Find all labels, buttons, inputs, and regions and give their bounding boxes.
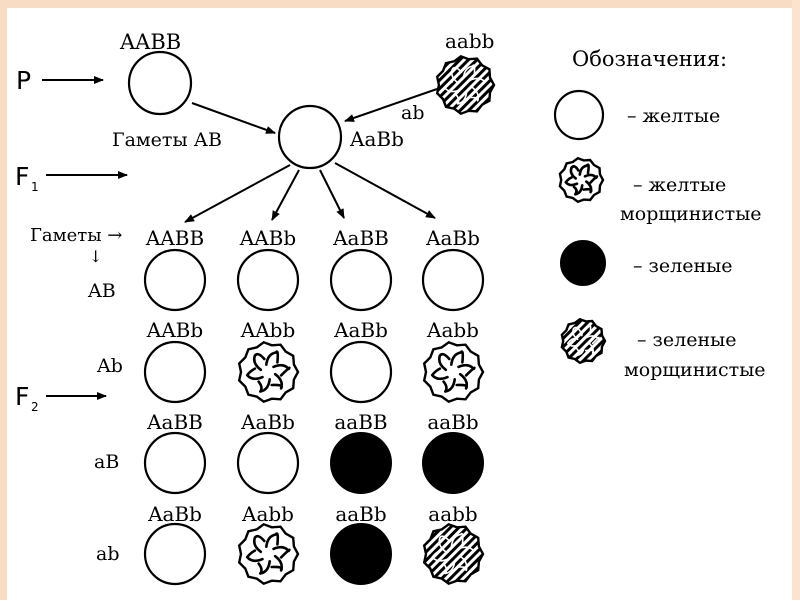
cell-genotype: AaBb bbox=[425, 226, 480, 250]
cell-pea-yellow-smooth bbox=[329, 248, 393, 312]
legend-items: – желтые – желтые морщинистые – зеленые – зе… bbox=[553, 89, 766, 381]
cell-pea-green-wrinkled bbox=[422, 522, 485, 586]
parent-left-circle bbox=[127, 50, 193, 116]
legend-label: морщинистые bbox=[620, 203, 762, 225]
cell-pea-yellow-wrinkled bbox=[237, 340, 300, 404]
legend-swatch-green-wrinkled bbox=[560, 317, 607, 365]
cell-pea-yellow-smooth bbox=[421, 248, 485, 312]
f1-gamete-arrows bbox=[184, 162, 436, 223]
cell-genotype: aaBB bbox=[334, 410, 387, 434]
cell-genotype: AaBb bbox=[147, 502, 202, 526]
legend-label: – зеленые bbox=[637, 329, 737, 351]
cell-pea-green-smooth bbox=[330, 432, 392, 494]
cell-pea-yellow-smooth bbox=[143, 340, 207, 404]
legend-swatch-yellow-smooth bbox=[553, 89, 605, 141]
row-gamete-label: Ab bbox=[96, 355, 123, 377]
p-letter: P bbox=[16, 66, 31, 95]
legend-title: Обозначения: bbox=[572, 47, 727, 71]
f2-letter: F bbox=[15, 382, 29, 411]
f1-pea bbox=[277, 104, 343, 170]
cell-pea-yellow-smooth bbox=[236, 431, 300, 495]
cell-genotype: aaBb bbox=[335, 502, 386, 526]
generation-p-label: P bbox=[16, 66, 104, 95]
cell-pea-yellow-wrinkled bbox=[422, 340, 485, 404]
gametes-down-arrow: ↓ bbox=[89, 247, 102, 266]
cell-genotype: aabb bbox=[428, 502, 477, 526]
generation-f2-label: F 2 bbox=[15, 382, 107, 414]
legend-label: – зеленые bbox=[633, 255, 733, 277]
gamete-ab-label: ab bbox=[401, 102, 425, 124]
cell-genotype: aaBb bbox=[427, 410, 478, 434]
row-gamete-label: AB bbox=[87, 280, 116, 302]
cell-genotype: AaBb bbox=[333, 318, 388, 342]
cell-genotype: AABB bbox=[145, 226, 204, 250]
cell-pea-yellow-smooth bbox=[143, 431, 207, 495]
cross-arrow-right bbox=[344, 88, 438, 122]
parent-right-genotype: aabb bbox=[445, 29, 494, 53]
f1-subscript: 1 bbox=[31, 180, 39, 194]
cell-pea-yellow-smooth bbox=[236, 248, 300, 312]
parent-left-pea bbox=[127, 50, 193, 116]
cross-arrow-left bbox=[191, 102, 276, 134]
frame-left-border bbox=[0, 0, 7, 600]
legend-label: морщинистые bbox=[624, 359, 766, 381]
cell-genotype: AABb bbox=[146, 318, 203, 342]
frame-top-border bbox=[0, 0, 800, 8]
gametes-f1-label: Гаметы АВ bbox=[112, 129, 222, 151]
legend-swatch-yellow-wrinkled bbox=[558, 156, 605, 204]
legend: Обозначения: – желтые – желтые морщинистые… bbox=[553, 47, 766, 381]
cell-genotype: AaBb bbox=[240, 410, 295, 434]
generation-f1-label: F 1 bbox=[15, 162, 128, 194]
cell-pea-yellow-smooth bbox=[143, 522, 207, 586]
legend-label: – желтые bbox=[627, 105, 720, 127]
cell-pea-yellow-smooth bbox=[329, 340, 393, 404]
cell-genotype: AABb bbox=[239, 226, 296, 250]
parent-right-circle bbox=[435, 54, 496, 116]
cell-genotype: Aabb bbox=[241, 502, 294, 526]
cell-genotype: AAbb bbox=[240, 318, 296, 342]
cell-genotype: Aabb bbox=[426, 318, 479, 342]
f2-subscript: 2 bbox=[31, 400, 39, 414]
legend-swatch-green-smooth bbox=[560, 240, 606, 286]
f1-genotype: AaBb bbox=[349, 127, 404, 151]
f1-circle bbox=[277, 104, 343, 170]
parent-left-genotype: AABB bbox=[119, 30, 181, 54]
cell-pea-green-smooth bbox=[422, 432, 484, 494]
cell-genotype: AaBB bbox=[332, 226, 389, 250]
legend-label: – желтые bbox=[633, 174, 726, 196]
cell-genotype: AaBB bbox=[146, 410, 203, 434]
row-gamete-label: ab bbox=[96, 543, 120, 565]
gametes-row-label: Гаметы → bbox=[30, 225, 122, 246]
cell-pea-green-smooth bbox=[330, 523, 392, 585]
cell-pea-yellow-smooth bbox=[143, 248, 207, 312]
frame-right-border bbox=[792, 0, 800, 600]
cell-pea-yellow-wrinkled bbox=[237, 522, 300, 586]
row-gamete-label: aB bbox=[94, 451, 119, 473]
parent-right-pea bbox=[435, 54, 496, 116]
f1-letter: F bbox=[15, 162, 29, 191]
